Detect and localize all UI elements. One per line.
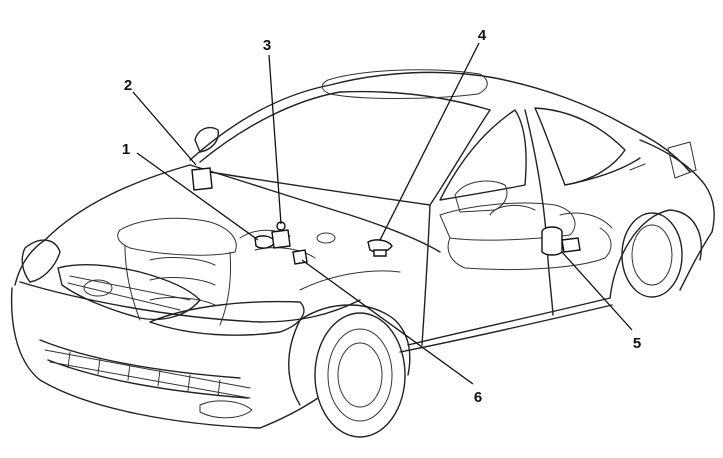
callout-6: 6 (474, 389, 482, 406)
car-body (10, 69, 715, 438)
component-4-sensor (367, 239, 393, 257)
callout-1: 1 (122, 141, 130, 158)
callout-5: 5 (633, 335, 641, 352)
interior (439, 180, 613, 271)
callout-2: 2 (124, 77, 132, 94)
engine-bay (117, 217, 401, 326)
component-1-sensor (254, 235, 276, 249)
callout-3: 3 (263, 37, 271, 54)
callout-4: 4 (478, 27, 487, 44)
component-5-fuel-pump (541, 226, 581, 256)
front-details (21, 239, 305, 419)
component-2-module (191, 167, 213, 191)
leader-lines (132, 42, 633, 385)
component-3-valve (271, 221, 291, 249)
